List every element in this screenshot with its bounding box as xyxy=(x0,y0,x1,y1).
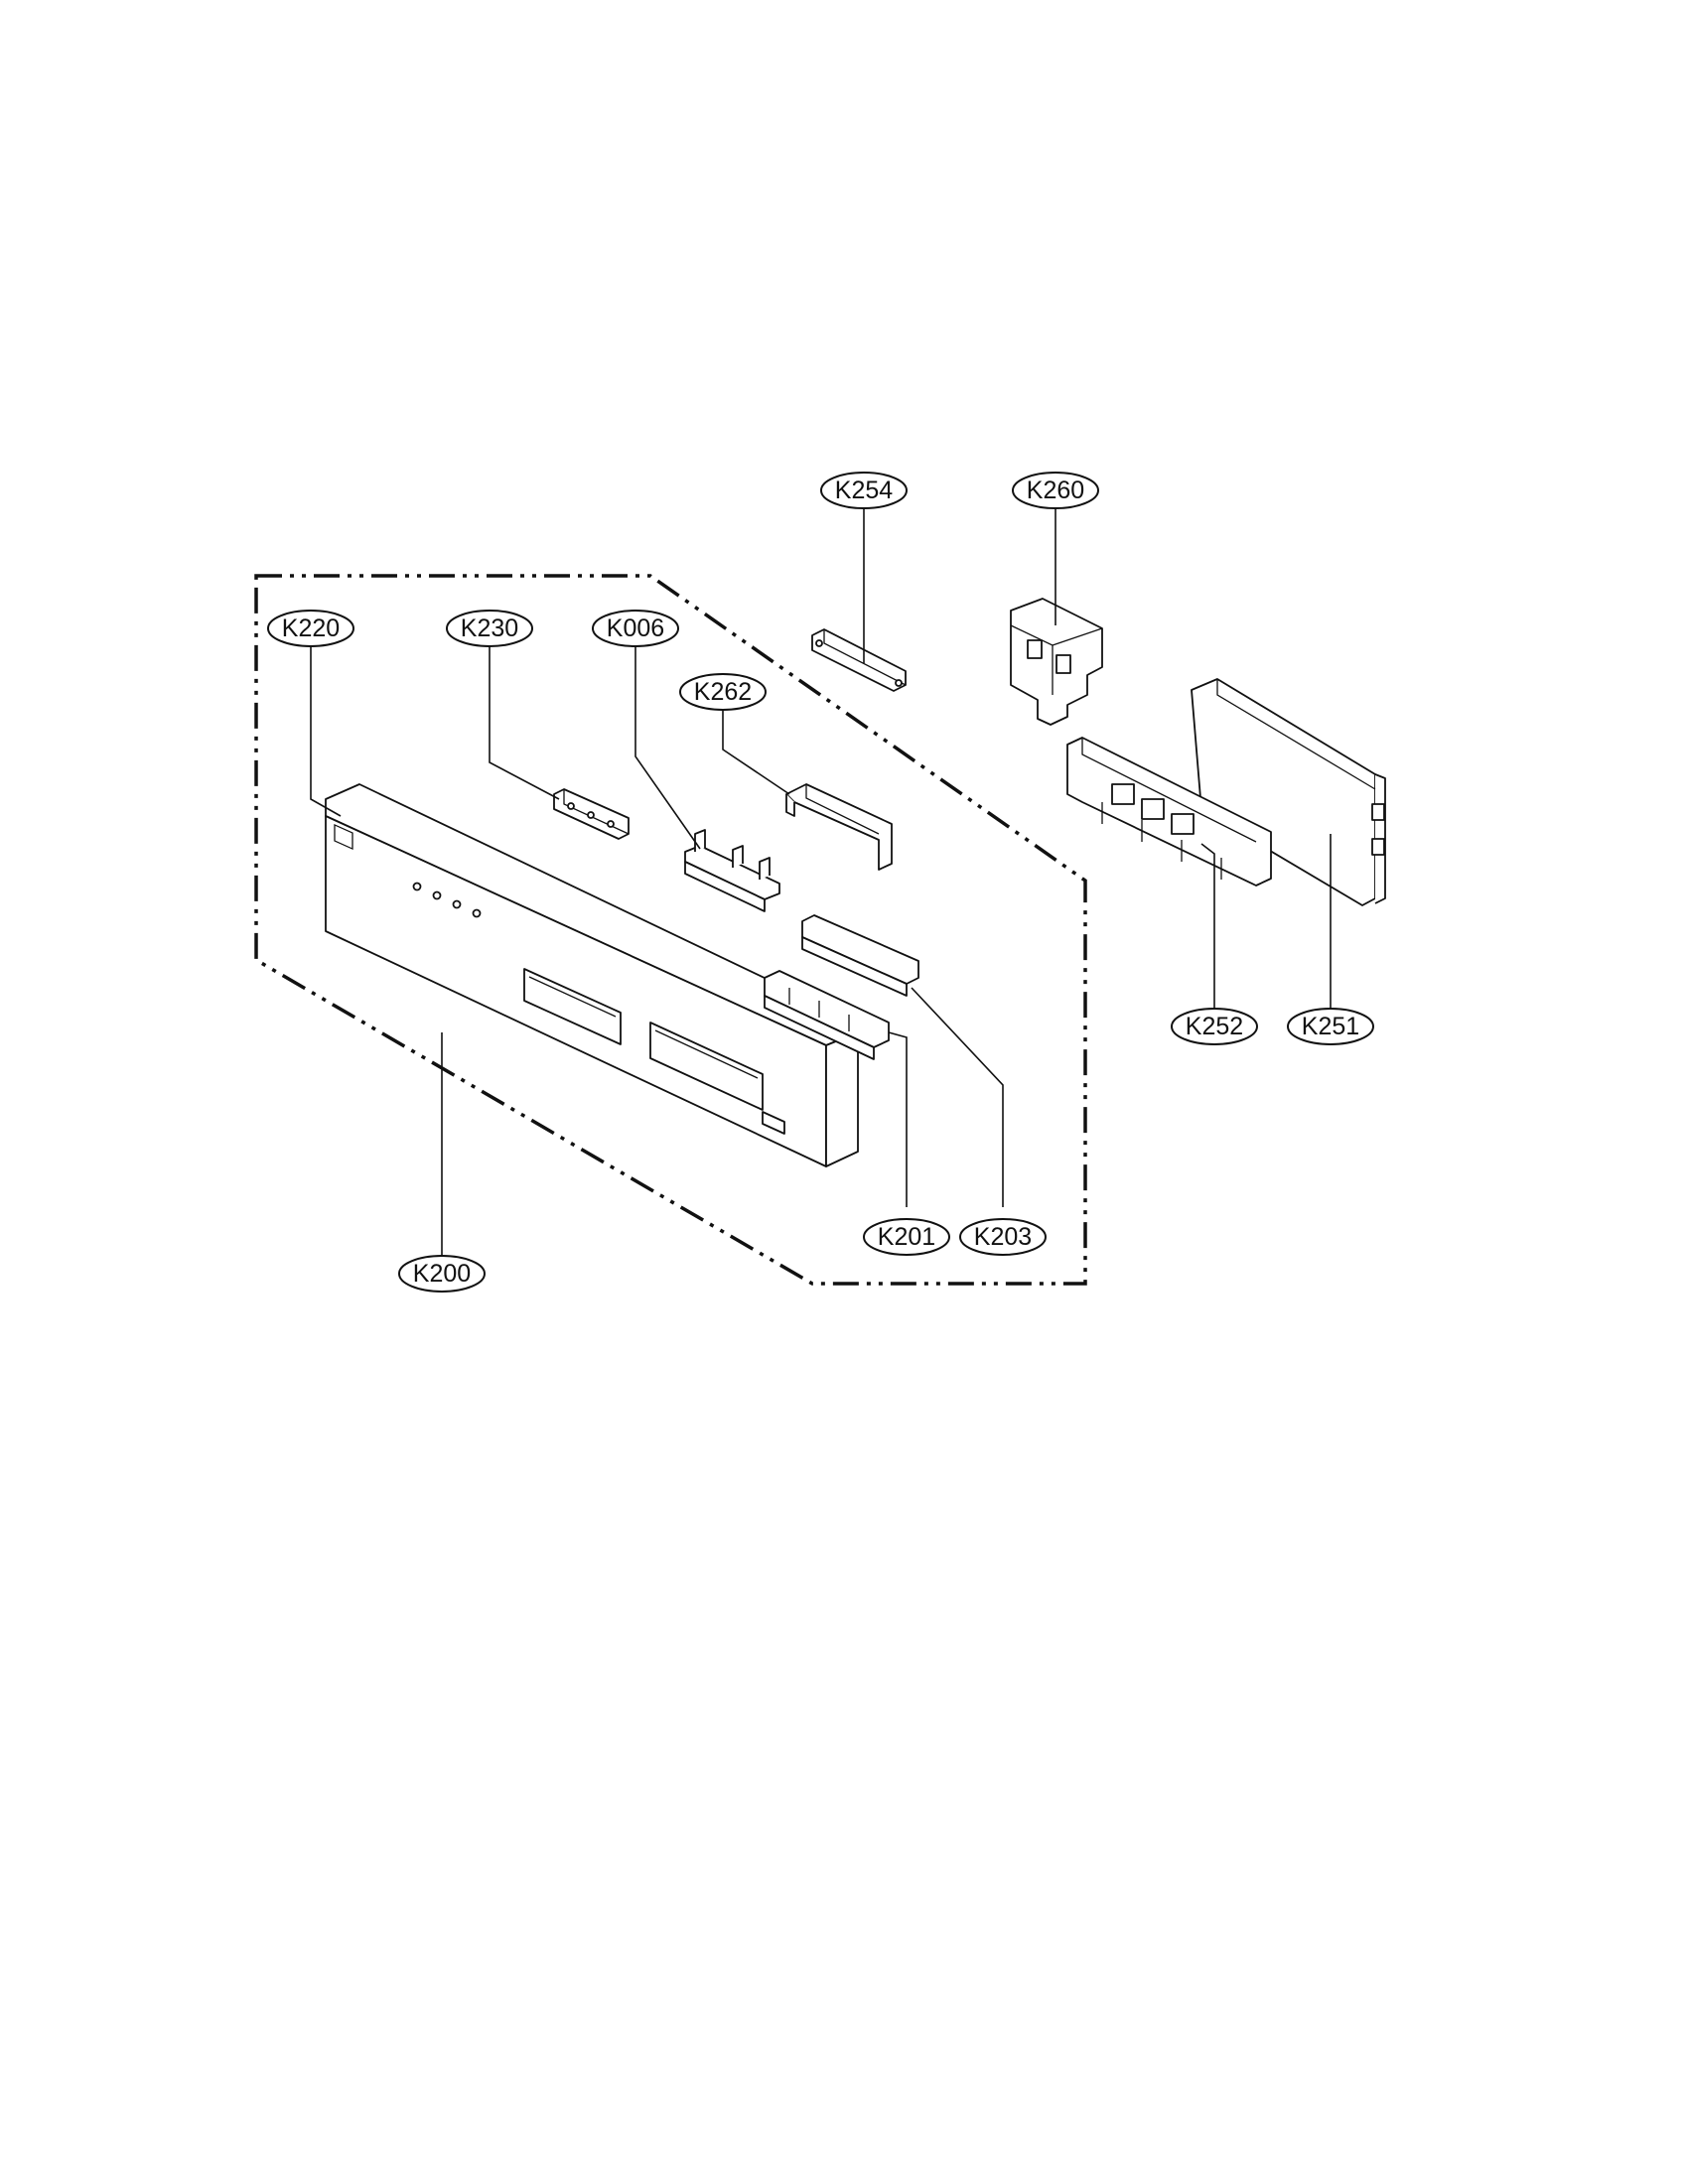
leader-k201 xyxy=(888,1031,908,1207)
callout-k252-label: K252 xyxy=(1186,1013,1243,1040)
callout-k006-label: K006 xyxy=(607,614,664,642)
callout-k260-label: K260 xyxy=(1027,477,1084,504)
assembly-boundary-k200 xyxy=(254,574,1087,1286)
leader-k230 xyxy=(489,646,560,800)
callout-k254-label: K254 xyxy=(835,477,893,504)
callout-k220: K220 xyxy=(267,610,354,647)
callout-k200: K200 xyxy=(398,1255,486,1293)
callout-k201-label: K201 xyxy=(878,1223,935,1251)
part-k251-control-board xyxy=(1191,678,1386,906)
leader-k006 xyxy=(634,646,701,850)
callout-k203: K203 xyxy=(959,1218,1047,1256)
callout-k254: K254 xyxy=(820,472,908,509)
callout-k230: K230 xyxy=(446,610,533,647)
callout-k220-label: K220 xyxy=(282,614,340,642)
callout-k262: K262 xyxy=(679,673,767,711)
callout-k200-label: K200 xyxy=(413,1260,471,1288)
part-k252-bracket xyxy=(1066,737,1272,887)
part-k201-button-set xyxy=(764,970,890,1060)
part-k254-board xyxy=(811,628,907,692)
callout-k262-label: K262 xyxy=(694,678,752,706)
part-k230-bracket xyxy=(553,788,630,840)
part-k006-button-strip xyxy=(684,829,780,912)
callout-k251-label: K251 xyxy=(1302,1013,1359,1040)
callout-k252: K252 xyxy=(1171,1008,1258,1045)
callout-k251: K251 xyxy=(1287,1008,1374,1045)
callout-k203-label: K203 xyxy=(974,1223,1032,1251)
leader-k220 xyxy=(310,646,342,817)
leader-k252 xyxy=(1200,843,1215,1009)
callout-k230-label: K230 xyxy=(461,614,518,642)
part-k262-bracket xyxy=(785,783,893,871)
part-k203-display-window xyxy=(801,914,919,997)
callout-k201: K201 xyxy=(863,1218,950,1256)
leader-k262 xyxy=(722,710,790,795)
callout-k260: K260 xyxy=(1012,472,1099,509)
callout-k006: K006 xyxy=(592,610,679,647)
part-k260-switch xyxy=(1010,598,1103,726)
control-panel-fascia xyxy=(325,783,859,1167)
leader-k203 xyxy=(911,987,1004,1207)
